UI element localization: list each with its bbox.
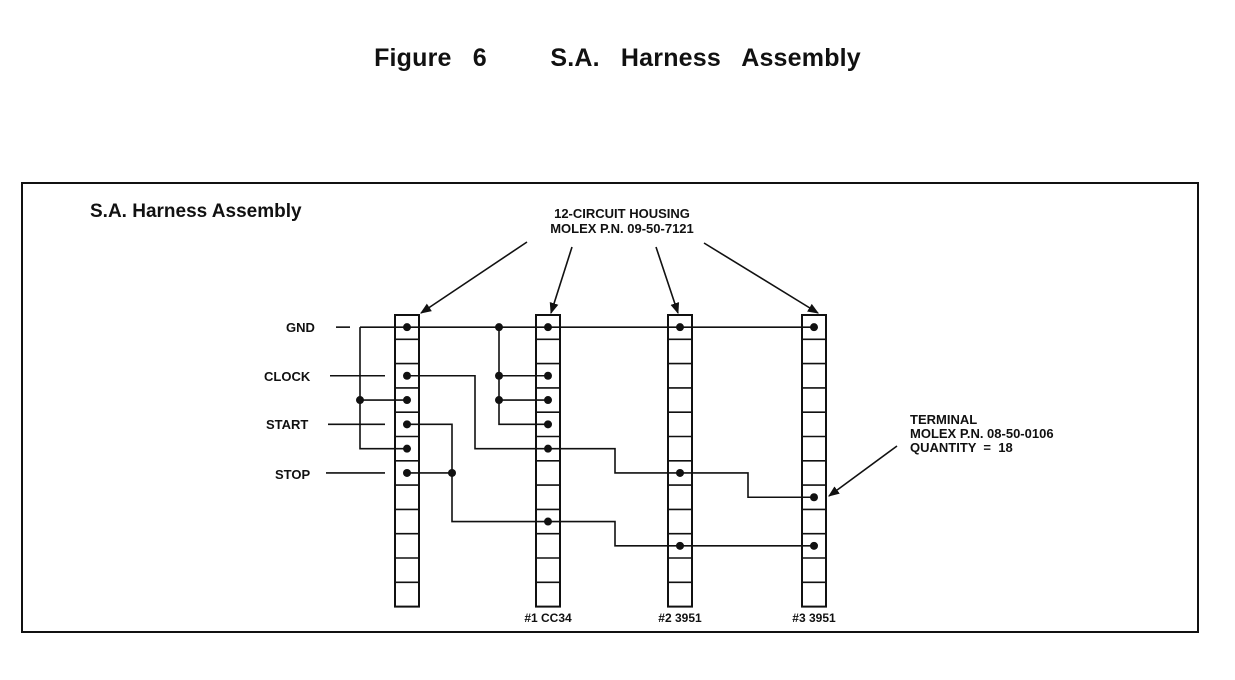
housing-callout-arrow <box>703 242 819 314</box>
junction-dot <box>448 468 456 477</box>
terminal-dot <box>403 468 411 477</box>
start-wire <box>407 423 814 547</box>
terminal-dot <box>544 517 552 526</box>
signal-label-stop: STOP <box>275 467 310 482</box>
signal-label-gnd: GND <box>286 320 315 335</box>
junction-dot <box>495 323 503 332</box>
connector-label-2: #2 3951 <box>658 611 702 625</box>
gnd-h1-bus <box>498 327 548 426</box>
signal-label-start: START <box>266 417 308 432</box>
terminal-dot <box>403 444 411 453</box>
terminal-dot <box>676 541 684 550</box>
terminal-dot <box>403 420 411 429</box>
terminal-callout-line-3: QUANTITY = 18 <box>910 440 1013 455</box>
housing-callout-arrow <box>655 246 680 315</box>
terminal-dot <box>544 420 552 429</box>
housing-callout-line-1: 12-CIRCUIT HOUSING <box>554 206 690 221</box>
terminal-dot <box>403 396 411 405</box>
terminal-dot <box>544 444 552 453</box>
connector-label-1: #1 CC34 <box>524 611 572 625</box>
terminal-dot <box>676 468 684 477</box>
gnd-left-bus <box>359 327 407 450</box>
terminal-callout-line-2: MOLEX P.N. 08-50-0106 <box>910 426 1054 441</box>
terminal-callout-line-1: TERMINAL <box>910 412 977 427</box>
signal-label-clock: CLOCK <box>264 369 311 384</box>
figure-frame <box>21 182 1199 633</box>
terminal-dot <box>403 371 411 380</box>
junction-dot <box>495 396 503 405</box>
terminal-dot <box>403 323 411 332</box>
junction-dot <box>495 371 503 380</box>
clock-wire <box>407 374 814 499</box>
housing-callout-arrow <box>420 241 528 314</box>
figure-title: Figure 6 S.A. Harness Assembly <box>374 44 861 72</box>
junction-dot <box>356 396 364 405</box>
terminal-dot <box>810 493 818 502</box>
terminal-dot <box>544 396 552 405</box>
connector-label-3: #3 3951 <box>792 611 836 625</box>
terminal-callout-arrow <box>828 445 898 497</box>
terminal-dot <box>676 323 684 332</box>
housing-callout-line-2: MOLEX P.N. 09-50-7121 <box>550 221 694 236</box>
terminal-dot <box>544 371 552 380</box>
terminal-dot <box>544 323 552 332</box>
diagram-title: S.A. Harness Assembly <box>90 201 302 222</box>
housing-callout-arrow <box>549 246 573 315</box>
terminal-dot <box>810 323 818 332</box>
terminal-dot <box>810 541 818 550</box>
